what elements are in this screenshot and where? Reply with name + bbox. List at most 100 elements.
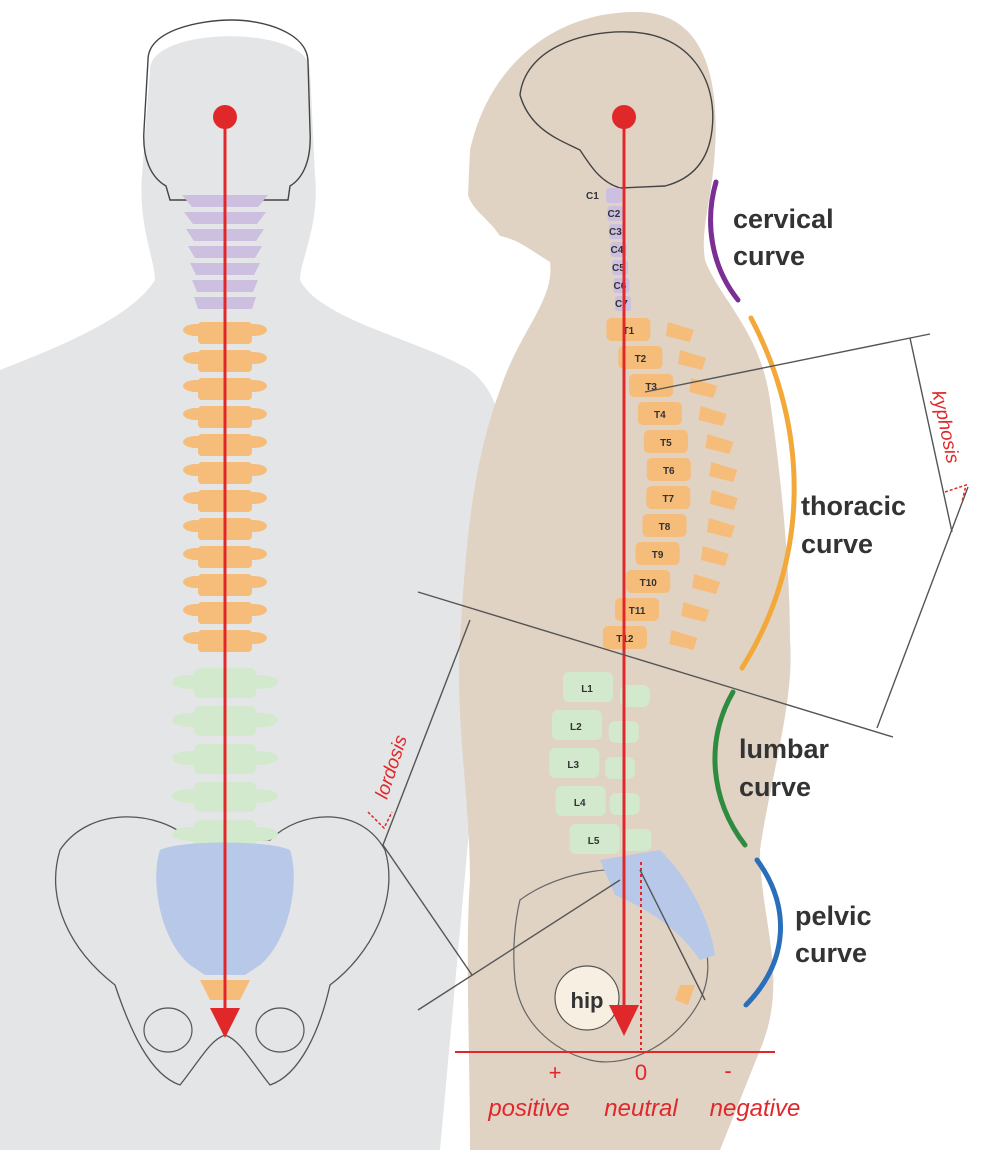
lumbar-vertebra-label: L3 (567, 760, 579, 771)
pelvis-outline (55, 816, 390, 1086)
cervical-vertebra-label: C6 (614, 281, 627, 292)
side-view-thoracic-vertebra: T1 (606, 318, 651, 341)
side-view-lumbar-vertebra: L2 (551, 710, 602, 740)
side-view-spinous-processes (605, 322, 738, 851)
side-view-thoracic-vertebra: T9 (635, 542, 680, 565)
side-view-cervical-vertebra: C2 (607, 206, 624, 221)
axis-word-negative: negative (710, 1095, 801, 1122)
thoracic-vertebra-label: T3 (645, 382, 657, 393)
lordosis-measurement (382, 619, 706, 1011)
lordosis-lower-perpendicular (382, 844, 473, 976)
back-view-thoracic-vertebra (183, 378, 267, 400)
thoracic-vertebra-label: T1 (623, 326, 635, 337)
side-view-thoracic-vertebrae: T1T2T3T4T5T6T7T8T9T10T11T12 (602, 318, 691, 649)
axis-word-positive: positive (487, 1095, 569, 1122)
lordosis-pelvic-line (639, 869, 706, 1001)
side-view-lumbar-vertebra: L3 (549, 748, 600, 778)
side-view-lumbar-vertebra: L5 (569, 824, 620, 854)
lordosis-lower-line (417, 879, 621, 1011)
side-view-thoracic-vertebra: T4 (637, 402, 682, 425)
lumbar-vertebra-label: L4 (574, 798, 586, 809)
cervical-curve-label-line2: curve (733, 241, 805, 271)
thoracic-vertebra-label: T2 (635, 354, 647, 365)
thoracic-vertebra-label: T10 (640, 578, 658, 589)
lumbar-curve-label-line1: lumbar (739, 734, 830, 764)
side-view-thoracic-vertebra: T2 (618, 346, 663, 369)
side-view-thoracic-vertebra: T3 (629, 374, 674, 397)
obturator-left (143, 1007, 193, 1053)
thoracic-vertebra-label: T5 (660, 438, 672, 449)
axis-mark-neutral: 0 (635, 1060, 647, 1085)
cervical-vertebra-label: C7 (615, 299, 628, 310)
lumbar-spinous-process (619, 685, 650, 707)
cervical-vertebra-label: C4 (611, 245, 624, 256)
cervical-curve-arc (708, 179, 741, 303)
side-view-lumbar-vertebra: L1 (563, 672, 614, 702)
side-view-coccyx (675, 985, 695, 1005)
lumbar-curve-label-line2: curve (739, 772, 811, 802)
thoracic-vertebra-label: T4 (654, 410, 666, 421)
thoracic-curve-arc (739, 315, 797, 671)
thoracic-spinous-process (709, 462, 738, 482)
hip-joint (554, 965, 620, 1031)
axis-word-neutral: neutral (604, 1095, 678, 1122)
thoracic-spinous-process (709, 490, 738, 510)
lumbar-spinous-process (605, 757, 636, 779)
side-view-thoracic-vertebra: T7 (646, 486, 691, 509)
lumbar-vertebra-label: L2 (570, 722, 582, 733)
side-view-thoracic-vertebra: T5 (643, 430, 688, 453)
thoracic-vertebra-label: T11 (629, 606, 646, 617)
obturator-right (255, 1007, 305, 1053)
kyphosis-upper-perpendicular (909, 337, 953, 533)
pelvic-curve-label-line2: curve (795, 938, 867, 968)
kyphosis-upper-line (644, 333, 931, 393)
lumbar-curve-arc (712, 689, 748, 848)
pelvic-curve-label-line1: pelvic (795, 901, 872, 931)
thoracic-spinous-process (681, 602, 710, 622)
thoracic-vertebra-label: T9 (652, 550, 664, 561)
cervical-curve-label-line1: cervical (733, 204, 834, 234)
side-view-skull-outline (519, 31, 714, 189)
cervical-vertebra-label: C5 (612, 263, 625, 274)
kyphosis-lower-line (417, 591, 894, 738)
cervical-vertebra-label: C1 (586, 191, 599, 202)
axis-mark-negative: - (724, 1058, 731, 1083)
thoracic-spinous-process (705, 434, 734, 454)
lordosis-upper-perpendicular (382, 619, 471, 846)
back-view-thoracic-vertebra (183, 546, 267, 568)
thoracic-spinous-process (698, 406, 727, 426)
skull-outline (143, 19, 311, 201)
kyphosis-measurement (417, 333, 969, 738)
side-view-cervical-vertebra: C5 (612, 260, 628, 275)
thoracic-spinous-process (689, 378, 718, 398)
back-view-figure (0, 19, 511, 1150)
thoracic-spinous-process (669, 630, 698, 650)
thoracic-spinous-process (692, 574, 721, 594)
side-view-cervical-vertebra: C1 (586, 188, 622, 203)
kyphosis-lower-perpendicular (876, 486, 969, 729)
lumbar-vertebra-label: L1 (581, 684, 593, 695)
thoracic-spinous-process (665, 322, 694, 342)
side-view-thoracic-vertebra: T6 (646, 458, 691, 481)
side-view-plumb-arrow (609, 1005, 639, 1036)
axis-mark-positive: + (549, 1060, 562, 1085)
hip-label: hip (571, 988, 604, 1013)
thoracic-spinous-process (700, 546, 729, 566)
kyphosis-label: kyphosis (927, 389, 963, 466)
side-view-cervical-vertebra: C6 (613, 278, 630, 293)
cervical-vertebra-label: C2 (608, 209, 621, 220)
thoracic-vertebra-label: T6 (663, 466, 675, 477)
side-view-cervical-vertebra: C3 (609, 224, 625, 239)
kyphosis-angle-mark (944, 483, 968, 503)
lordosis-angle-mark (367, 811, 393, 830)
back-view-plumb-arrow (210, 1008, 240, 1038)
side-view-thoracic-vertebra: T8 (642, 514, 687, 537)
lumbar-spinous-process (621, 829, 652, 851)
thoracic-curve-label-line1: thoracic (801, 491, 906, 521)
pelvic-curve-arc (743, 857, 783, 1008)
cervical-vertebra-label: C3 (609, 227, 622, 238)
back-view-silhouette (0, 36, 511, 1150)
